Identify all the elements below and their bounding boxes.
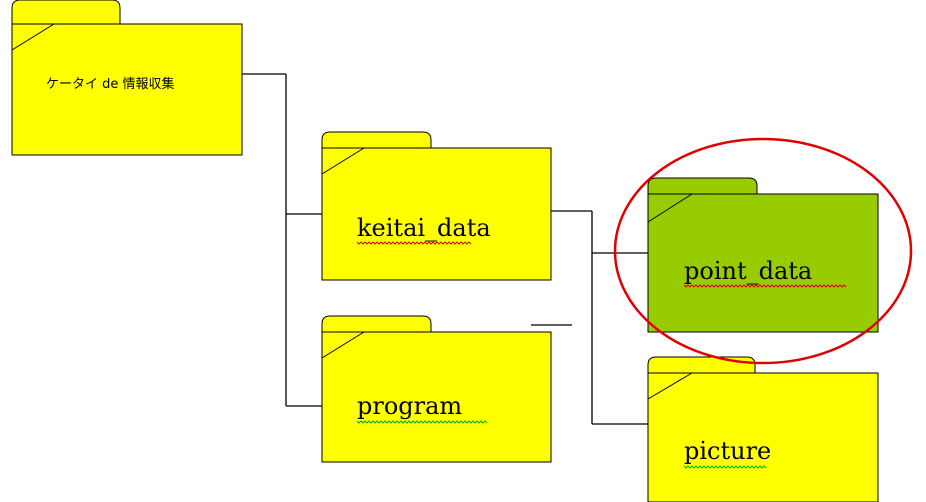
grammarcheck-underline-picture [683,465,767,469]
highlight-circle [613,137,913,365]
folder-keitai-data-tab [321,131,432,149]
folder-program[interactable]: program [321,315,552,463]
folder-keitai-data-body [321,147,552,281]
folder-program-body [321,331,552,463]
folder-point-data-flap [647,193,693,223]
grammarcheck-underline-program [356,420,488,424]
folder-picture-body [647,372,879,502]
folder-keitai-data-flap [321,147,365,175]
folder-keitai-data-label: keitai_data [357,214,491,242]
folder-root-label: ケータイ de 情報収集 [46,76,175,92]
folder-point-data-tab [647,177,758,195]
folder-program-label: program [357,392,462,420]
folder-picture-label: picture [684,437,771,465]
spellcheck-underline-point [683,284,847,288]
folder-program-flap [321,331,365,359]
folder-keitai-data[interactable]: keitai_data [321,131,552,281]
folder-program-tab [321,315,432,333]
folder-root-tab [11,0,121,25]
folder-picture[interactable]: picture [647,356,879,502]
folder-point-data[interactable]: point_data [647,177,879,333]
folder-point-data-label: point_data [684,257,812,285]
folder-picture-flap [647,372,693,400]
folder-root-body [11,23,243,156]
tree-connectors [242,73,648,425]
folder-point-data-body [647,193,879,333]
spellcheck-underline-keitai [356,241,472,245]
folder-root-flap [11,23,55,51]
folder-root[interactable]: ケータイ de 情報収集 [11,0,243,156]
folder-picture-tab [647,356,756,374]
